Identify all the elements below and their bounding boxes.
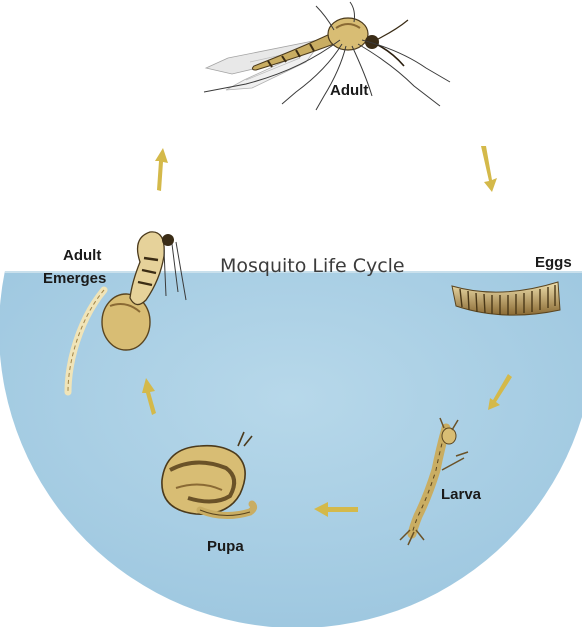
diagram-title: Mosquito Life Cycle [220,255,405,277]
adult-mosquito-icon [204,2,450,110]
stage-label-adult-emerges-line2: Emerges [43,270,106,287]
water-area [0,272,582,627]
arrow-emerge-to-adult [155,148,168,191]
stage-label-adult-emerges-line1: Adult [63,247,101,264]
stage-label-adult: Adult [330,82,368,99]
stage-label-pupa: Pupa [207,538,244,555]
arrow-adult-to-eggs [481,146,497,192]
stage-label-larva: Larva [441,486,482,503]
stage-label-eggs: Eggs [535,254,572,271]
